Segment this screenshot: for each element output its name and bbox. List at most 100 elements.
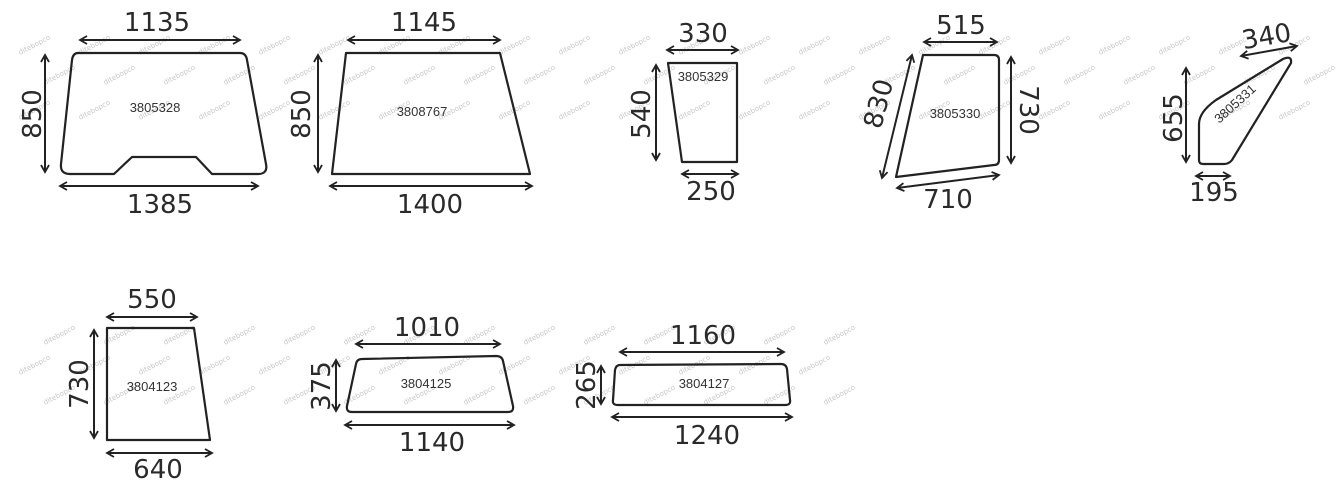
watermark-mark: ditebopco (462, 383, 496, 406)
watermark-mark: ditebopco (557, 33, 591, 56)
watermark-mark: ditebopco (1097, 33, 1131, 56)
part-number: 3804125 (401, 376, 452, 391)
watermark-mark: ditebopco (1277, 98, 1311, 121)
glass-outline (330, 51, 532, 176)
watermark-mark: ditebopco (1037, 33, 1071, 56)
dim-slant-label: 830 (858, 76, 900, 132)
watermark-mark: ditebopco (497, 353, 531, 376)
watermark-mark: ditebopco (1097, 98, 1131, 121)
watermark-mark: ditebopco (522, 383, 556, 406)
watermark-mark: ditebopco (282, 323, 316, 346)
watermark-mark: ditebopco (522, 63, 556, 86)
dim-height-label: 540 (627, 89, 657, 139)
glass-outline (105, 326, 212, 442)
watermark-mark: ditebopco (222, 323, 256, 346)
dim-bottom-label: 640 (133, 455, 183, 482)
watermark-mark: ditebopco (557, 98, 591, 121)
watermark-mark: ditebopco (582, 63, 616, 86)
watermark-mark: ditebopco (497, 33, 531, 56)
dim-bottom-label: 1385 (127, 190, 193, 220)
glass-outline (611, 362, 792, 407)
watermark-mark: ditebopco (737, 33, 771, 56)
watermark-mark: ditebopco (977, 98, 1011, 121)
watermark-mark: ditebopco (522, 323, 556, 346)
part-number: 3805330 (930, 106, 981, 121)
watermark-mark: ditebopco (162, 63, 196, 86)
watermark-mark: ditebopco (797, 98, 831, 121)
watermark-mark: ditebopco (17, 33, 51, 56)
glass-panel-3805328: 1135 1385 850 3805328 (18, 8, 268, 220)
glass-panel-3804123: 550 640 730 3804123 (65, 285, 214, 482)
watermark-mark: ditebopco (102, 63, 136, 86)
glass-outline (666, 61, 739, 164)
dim-height-label: 265 (572, 360, 602, 410)
dim-height-label: 850 (18, 89, 48, 139)
watermark-mark: ditebopco (317, 98, 351, 121)
watermark-mark: ditebopco (462, 63, 496, 86)
watermark-mark: ditebopco (137, 353, 171, 376)
glass-panel-3804127: 1160 1240 265 3804127 (572, 321, 794, 451)
watermark-mark: ditebopco (797, 353, 831, 376)
dim-top-label: 1145 (391, 8, 457, 38)
watermark-mark: ditebopco (402, 63, 436, 86)
watermark-mark: ditebopco (677, 98, 711, 121)
dim-line-slant (878, 53, 916, 180)
dim-height-label: 655 (1159, 93, 1189, 143)
dim-top-label: 1010 (394, 313, 460, 343)
watermark-mark: ditebopco (857, 33, 891, 56)
part-number: 3804123 (127, 379, 178, 394)
dim-bottom-label: 1140 (399, 428, 465, 458)
watermark-mark: ditebopco (342, 63, 376, 86)
dim-bottom-label: 250 (686, 177, 736, 207)
dim-bottom-label: 1400 (397, 190, 463, 220)
watermark-mark: ditebopco (582, 323, 616, 346)
watermark-mark: ditebopco (1002, 63, 1036, 86)
part-number: 3804127 (679, 376, 730, 391)
watermark-mark: ditebopco (257, 353, 291, 376)
glass-panel-3805329: 330 250 540 3805329 (627, 19, 740, 207)
watermark-mark: ditebopco (822, 63, 856, 86)
dim-top-label: 515 (936, 11, 986, 41)
glass-outline (59, 51, 268, 176)
glass-outline (1197, 56, 1293, 166)
dim-height-label: 850 (287, 89, 317, 139)
watermark-mark: ditebopco (737, 98, 771, 121)
watermark-mark: ditebopco (797, 33, 831, 56)
part-number: 3808767 (397, 104, 448, 119)
watermark-mark: ditebopco (617, 33, 651, 56)
watermark-mark: ditebopco (822, 383, 856, 406)
watermark-mark: ditebopco (1302, 63, 1336, 86)
watermark-mark: ditebopco (762, 323, 796, 346)
dim-height-label: 375 (307, 361, 337, 411)
part-number: 3805328 (130, 100, 181, 115)
dim-height-label: 730 (65, 359, 95, 409)
watermark-mark: ditebopco (1157, 33, 1191, 56)
dim-top-label: 330 (678, 19, 728, 49)
watermark-mark: ditebopco (942, 63, 976, 86)
glass-panel-3804125: 1010 1140 375 3804125 (307, 313, 516, 458)
watermark-mark: ditebopco (222, 383, 256, 406)
watermark-mark: ditebopco (377, 353, 411, 376)
watermark-mark: ditebopco (282, 63, 316, 86)
dim-line-top (1239, 42, 1299, 60)
watermark-mark: ditebopco (197, 98, 231, 121)
watermark-mark: ditebopco (642, 383, 676, 406)
watermark-mark: ditebopco (257, 33, 291, 56)
watermark-mark: ditebopco (197, 353, 231, 376)
dim-top-label: 550 (127, 285, 177, 315)
glass-outline (345, 354, 515, 414)
dim-bottom-label: 1240 (674, 421, 740, 451)
watermark-mark: ditebopco (1122, 63, 1156, 86)
dim-bottom-label: 195 (1189, 178, 1239, 208)
dim-line-bottom (895, 171, 1001, 192)
part-number: 3805329 (678, 69, 729, 84)
dim-bottom-label: 710 (923, 185, 973, 215)
dim-top-label: 1135 (124, 8, 190, 38)
dim-height-label: 730 (1013, 85, 1043, 135)
dim-top-label: 1160 (670, 321, 736, 351)
watermark-mark: ditebopco (162, 323, 196, 346)
watermark-mark: ditebopco (17, 353, 51, 376)
watermark-mark: ditebopco (762, 63, 796, 86)
watermark-mark: ditebopco (762, 383, 796, 406)
